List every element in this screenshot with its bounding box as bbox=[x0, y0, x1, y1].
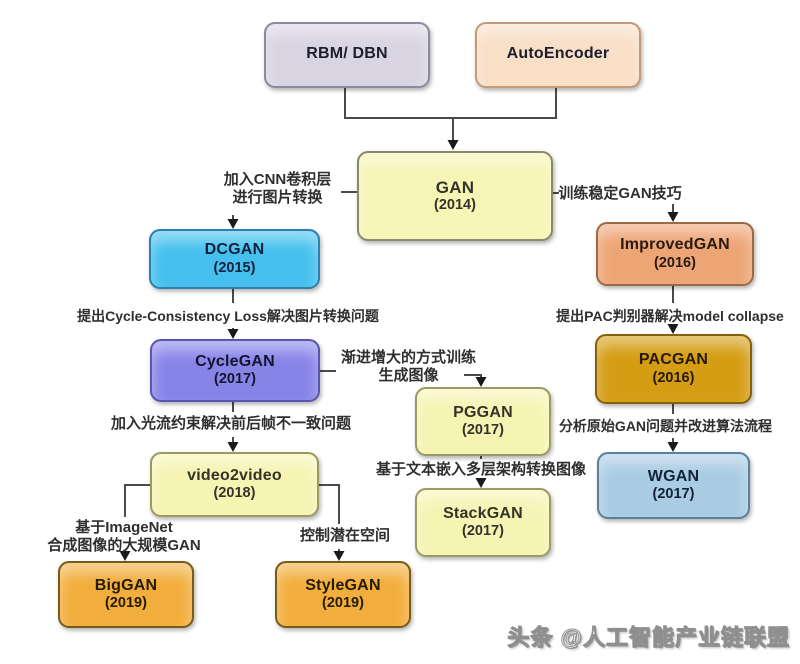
node-video2video: video2video (2018) bbox=[150, 452, 319, 517]
node-dcgan: DCGAN (2015) bbox=[149, 229, 320, 289]
edge-label-line: 训练稳定GAN技巧 bbox=[558, 185, 682, 202]
edge-label-imagenet: 基于ImageNet 合成图像的大规模GAN bbox=[38, 519, 210, 556]
node-stackgan: StackGAN (2017) bbox=[415, 488, 551, 557]
node-label: StackGAN bbox=[443, 504, 523, 522]
edge-label-line: 提出PAC判别器解决model collapse bbox=[556, 308, 784, 324]
node-rbm-dbn: RBM/ DBN bbox=[264, 22, 430, 88]
edge-label-latent: 控制潜在空间 bbox=[295, 527, 395, 545]
edge-label-progressive: 渐进增大的方式训练 生成图像 bbox=[336, 349, 481, 386]
node-label: RBM/ DBN bbox=[306, 45, 388, 63]
edge-label-line: 生成图像 bbox=[378, 367, 439, 385]
edge-label-line: 基于文本嵌入多层架构转换图像 bbox=[375, 461, 586, 478]
watermark-text: 头条 @人工智能产业链联盟 bbox=[507, 625, 790, 651]
node-cyclegan: CycleGAN (2017) bbox=[150, 339, 320, 402]
node-autoencoder: AutoEncoder bbox=[475, 22, 641, 88]
node-year: (2015) bbox=[213, 259, 256, 276]
node-year: (2019) bbox=[105, 595, 147, 612]
edge-label-analyze: 分析原始GAN问题并改进算法流程 bbox=[548, 418, 783, 435]
node-year: (2016) bbox=[652, 369, 695, 386]
node-label: StyleGAN bbox=[305, 576, 381, 594]
node-year: (2017) bbox=[462, 422, 504, 439]
node-year: (2018) bbox=[213, 485, 256, 502]
node-stylegan: StyleGAN (2019) bbox=[275, 561, 411, 628]
node-label: CycleGAN bbox=[195, 352, 275, 370]
edge-label-line: 合成图像的大规模GAN bbox=[47, 537, 201, 555]
edge-label-line: 分析原始GAN问题并改进算法流程 bbox=[558, 418, 773, 434]
node-year: (2016) bbox=[654, 254, 696, 271]
edge-label-line: 加入CNN卷积层 bbox=[223, 171, 332, 188]
node-label: WGAN bbox=[647, 467, 700, 485]
edge-label-cnn: 加入CNN卷积层 进行图片转换 bbox=[205, 171, 350, 208]
edge-label-line: 控制潜在空间 bbox=[299, 527, 390, 544]
edge-label-line: 进行图片转换 bbox=[232, 189, 323, 207]
node-biggan: BigGAN (2019) bbox=[58, 561, 194, 628]
node-label: AutoEncoder bbox=[506, 45, 610, 63]
node-label: GAN bbox=[435, 177, 475, 197]
edge-label-cycle-loss: 提出Cycle-Consistency Loss解决图片转换问题 bbox=[58, 308, 398, 325]
node-label: PGGAN bbox=[453, 403, 513, 421]
node-year: (2019) bbox=[322, 595, 364, 612]
edge-label-line: 渐进增大的方式训练 bbox=[340, 349, 476, 366]
node-year: (2017) bbox=[652, 486, 695, 503]
node-pggan: PGGAN (2017) bbox=[415, 387, 551, 456]
node-pacgan: PACGAN (2016) bbox=[595, 334, 752, 404]
node-year: (2017) bbox=[214, 371, 256, 388]
edge-label-text-embed: 基于文本嵌入多层架构转换图像 bbox=[368, 461, 594, 479]
node-year: (2017) bbox=[462, 523, 504, 540]
arrowheads bbox=[119, 140, 679, 561]
edge-label-line: 基于ImageNet bbox=[75, 519, 173, 536]
node-year: (2014) bbox=[434, 197, 476, 214]
edge-label-line: 提出Cycle-Consistency Loss解决图片转换问题 bbox=[77, 308, 379, 324]
node-label: PACGAN bbox=[638, 351, 709, 369]
edge-label-pac: 提出PAC判别器解决model collapse bbox=[545, 308, 795, 325]
node-label: DCGAN bbox=[204, 241, 265, 259]
node-wgan: WGAN (2017) bbox=[597, 452, 750, 519]
node-improvedgan: ImprovedGAN (2016) bbox=[596, 222, 754, 286]
node-label: BigGAN bbox=[94, 576, 158, 594]
node-gan: GAN (2014) bbox=[357, 151, 553, 241]
node-label: video2video bbox=[187, 466, 282, 484]
node-label: ImprovedGAN bbox=[620, 236, 730, 254]
edge-label-optical-flow: 加入光流约束解决前后帧不一致问题 bbox=[98, 415, 364, 433]
edge-label-line: 加入光流约束解决前后帧不一致问题 bbox=[110, 415, 351, 432]
edge-label-stable: 训练稳定GAN技巧 bbox=[557, 185, 683, 203]
